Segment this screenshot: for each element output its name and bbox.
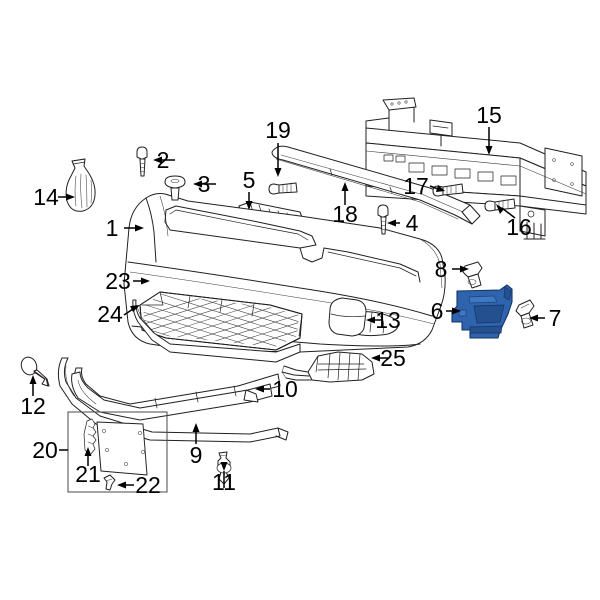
callout-label-6: 6 bbox=[431, 298, 444, 324]
callout-label-12: 12 bbox=[20, 393, 46, 419]
callout-label-2: 2 bbox=[157, 147, 170, 173]
callout-label-20: 20 bbox=[32, 437, 58, 463]
callout-labels: 1 2 3 4 5 6 7 8 9 10 11 12 13 14 15 16 1… bbox=[20, 102, 561, 498]
part-bumper-side-bracket-highlighted bbox=[451, 284, 513, 339]
callout-label-4: 4 bbox=[406, 210, 419, 236]
fastener-screw-7 bbox=[515, 299, 535, 329]
fastener-bolt-2 bbox=[136, 146, 148, 177]
callout-label-3: 3 bbox=[198, 171, 211, 197]
callout-label-9: 9 bbox=[190, 442, 203, 468]
fastener-screw-3 bbox=[164, 175, 186, 201]
part-lower-trim-strip bbox=[57, 357, 289, 443]
callout-label-11: 11 bbox=[212, 469, 236, 495]
callout-label-8: 8 bbox=[435, 256, 448, 282]
part-license-plate-kit bbox=[67, 411, 168, 493]
callout-label-10: 10 bbox=[272, 376, 298, 402]
callout-label-13: 13 bbox=[375, 307, 401, 333]
fastener-bolt-8 bbox=[462, 261, 483, 289]
callout-label-5: 5 bbox=[243, 167, 256, 193]
callout-label-7: 7 bbox=[549, 305, 562, 331]
part-tow-eye-cover bbox=[328, 297, 367, 337]
part-tow-hook-cap bbox=[20, 356, 50, 387]
callout-label-21: 21 bbox=[75, 461, 101, 487]
callout-label-15: 15 bbox=[476, 102, 502, 128]
fastener-bolt-19 bbox=[268, 182, 298, 195]
part-lower-valance bbox=[71, 367, 281, 421]
callout-label-16: 16 bbox=[506, 214, 532, 240]
callout-label-1: 1 bbox=[106, 215, 119, 241]
callout-label-22: 22 bbox=[135, 472, 161, 498]
part-fog-lamp-grille bbox=[281, 351, 375, 383]
callout-label-25: 25 bbox=[380, 345, 406, 371]
part-adhesive-tube bbox=[65, 158, 96, 212]
part-impact-bar bbox=[365, 97, 587, 240]
fastener-bolt-4 bbox=[377, 204, 389, 235]
callout-label-19: 19 bbox=[265, 117, 291, 143]
callout-label-14: 14 bbox=[33, 184, 59, 210]
callout-label-23: 23 bbox=[105, 268, 131, 294]
leader-lines bbox=[29, 127, 545, 489]
callout-label-17: 17 bbox=[403, 173, 429, 199]
callout-label-24: 24 bbox=[97, 301, 123, 327]
callout-label-18: 18 bbox=[332, 201, 358, 227]
